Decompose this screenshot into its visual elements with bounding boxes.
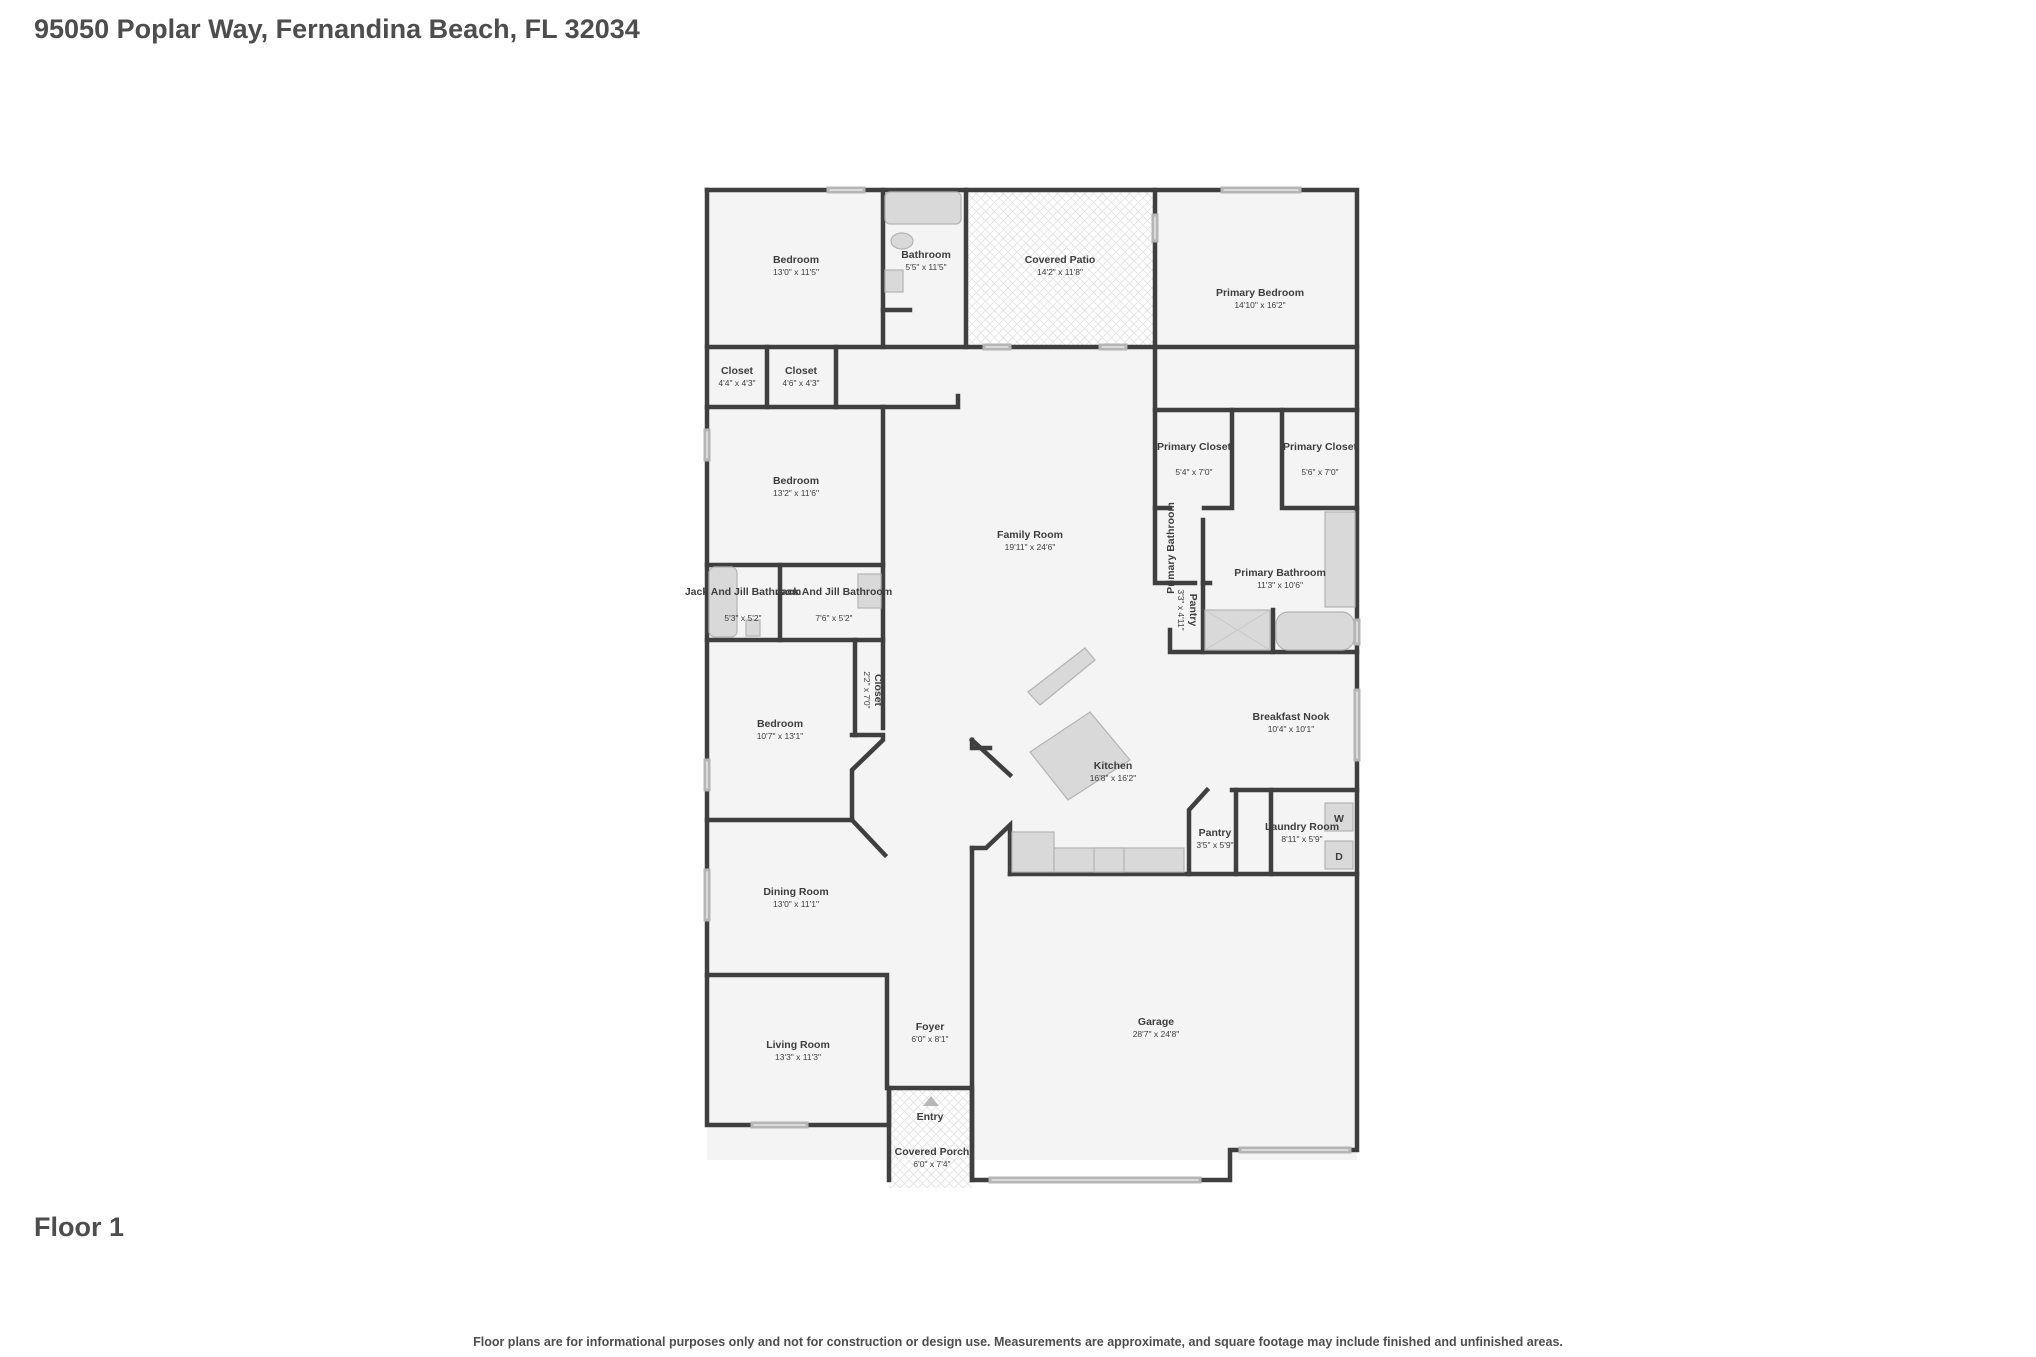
stove-icon — [1093, 847, 1125, 873]
room-dims: 13'2" x 11'6" — [773, 488, 819, 498]
room-dims: 13'0" x 11'1" — [773, 899, 819, 909]
room-dims: 5'4" x 7'0" — [1175, 467, 1212, 477]
room-name: Living Room — [766, 1039, 830, 1051]
toilet-icon — [745, 619, 761, 637]
room-dims: 28'7" x 24'8" — [1133, 1029, 1180, 1039]
room-dims: 6'0" x 7'4" — [913, 1159, 950, 1169]
sink-icon — [857, 573, 882, 609]
room-dims: 3'5" x 5'9" — [1196, 840, 1233, 850]
room-dims: 6'0" x 8'1" — [911, 1034, 948, 1044]
room-name: Family Room — [997, 529, 1063, 541]
covered-patio-fill — [966, 190, 1155, 347]
room-dims: 4'4" x 4'3" — [718, 378, 755, 388]
kitchen-island — [1029, 711, 1131, 801]
room-name: Kitchen — [1094, 760, 1133, 772]
room-labels: Bedroom 13'0" x 11'5" Bathroom 5'5" x 11… — [685, 249, 1358, 1169]
dryer-icon — [1324, 840, 1354, 870]
room-name: Laundry Room — [1265, 821, 1339, 833]
room-name: Primary Bathroom — [1165, 502, 1177, 594]
room-dims: 7'6" x 5'2" — [815, 613, 852, 623]
room-name: Entry — [917, 1111, 944, 1123]
sink-icon — [884, 269, 904, 293]
bathtub-icon — [884, 191, 962, 225]
property-address: 95050 Poplar Way, Fernandina Beach, FL 3… — [34, 14, 640, 44]
room-name: Foyer — [916, 1021, 945, 1033]
room-name: Pantry — [1187, 594, 1199, 627]
windows — [703, 186, 1361, 1184]
disclaimer-text: Floor plans are for informational purpos… — [473, 1335, 1563, 1349]
room-name: Bathroom — [901, 249, 951, 261]
room-name: Jack And Jill Bathroom — [685, 586, 801, 598]
room-name: Primary Bathroom — [1234, 567, 1326, 579]
room-dims: 13'0" x 11'5" — [773, 267, 819, 277]
room-dims: 4'6" x 4'3" — [782, 378, 819, 388]
room-dims: 13'3" x 11'3" — [775, 1052, 821, 1062]
floor-label: Floor 1 — [34, 1212, 125, 1242]
room-dims: 2'2" x 7'0" — [862, 671, 872, 708]
room-dims: 10'4" x 10'1" — [1268, 724, 1315, 734]
room-name: Covered Patio — [1025, 254, 1096, 266]
room-name: Bedroom — [773, 475, 819, 487]
dryer-label: D — [1335, 851, 1343, 863]
bathtub-icon — [708, 566, 738, 638]
room-dims: 5'6" x 7'0" — [1301, 467, 1338, 477]
room-dims: 10'7" x 13'1" — [757, 731, 804, 741]
room-name: Breakfast Nook — [1252, 711, 1329, 723]
room-name: Closet — [721, 365, 754, 377]
entry-arrow-icon — [923, 1096, 939, 1106]
room-dims: 14'10" x 16'2" — [1234, 300, 1285, 310]
room-dims: 16'8" x 16'2" — [1090, 773, 1137, 783]
bathtub-icon — [1275, 611, 1355, 651]
room-dims: 5'3" x 5'2" — [724, 613, 761, 623]
room-dims: 5'5" x 11'5" — [905, 262, 946, 272]
room-name: Dining Room — [763, 886, 828, 898]
room-dims: 14'2" x 11'8" — [1037, 267, 1083, 277]
fridge-icon — [1011, 831, 1055, 873]
room-name: Garage — [1138, 1016, 1174, 1028]
room-name: Covered Porch — [895, 1146, 970, 1158]
sink-counter — [1027, 647, 1096, 706]
room-dims: 3'3" x 4'11" — [1176, 589, 1186, 630]
room-dims: 11'3" x 10'6" — [1257, 580, 1303, 590]
room-name: Jack And Jill Bathroom — [776, 586, 892, 598]
room-name: Primary Closet — [1283, 441, 1358, 453]
room-name: Primary Closet — [1157, 441, 1232, 453]
room-name: Bedroom — [757, 718, 803, 730]
room-name: Primary Bedroom — [1216, 287, 1304, 299]
room-name: Bedroom — [773, 254, 819, 266]
fixtures: W D — [708, 191, 1356, 1106]
room-name: Closet — [785, 365, 818, 377]
washer-label: W — [1334, 813, 1344, 825]
room-name: Closet — [872, 674, 884, 707]
floor-fill — [707, 190, 1357, 1188]
toilet-icon — [890, 232, 914, 250]
washer-icon — [1324, 802, 1354, 832]
vanity-icon — [1324, 511, 1356, 608]
room-name: Pantry — [1199, 827, 1232, 839]
room-dims: 19'11" x 24'6" — [1005, 542, 1056, 552]
room-dims: 8'11" x 5'9" — [1281, 834, 1322, 844]
